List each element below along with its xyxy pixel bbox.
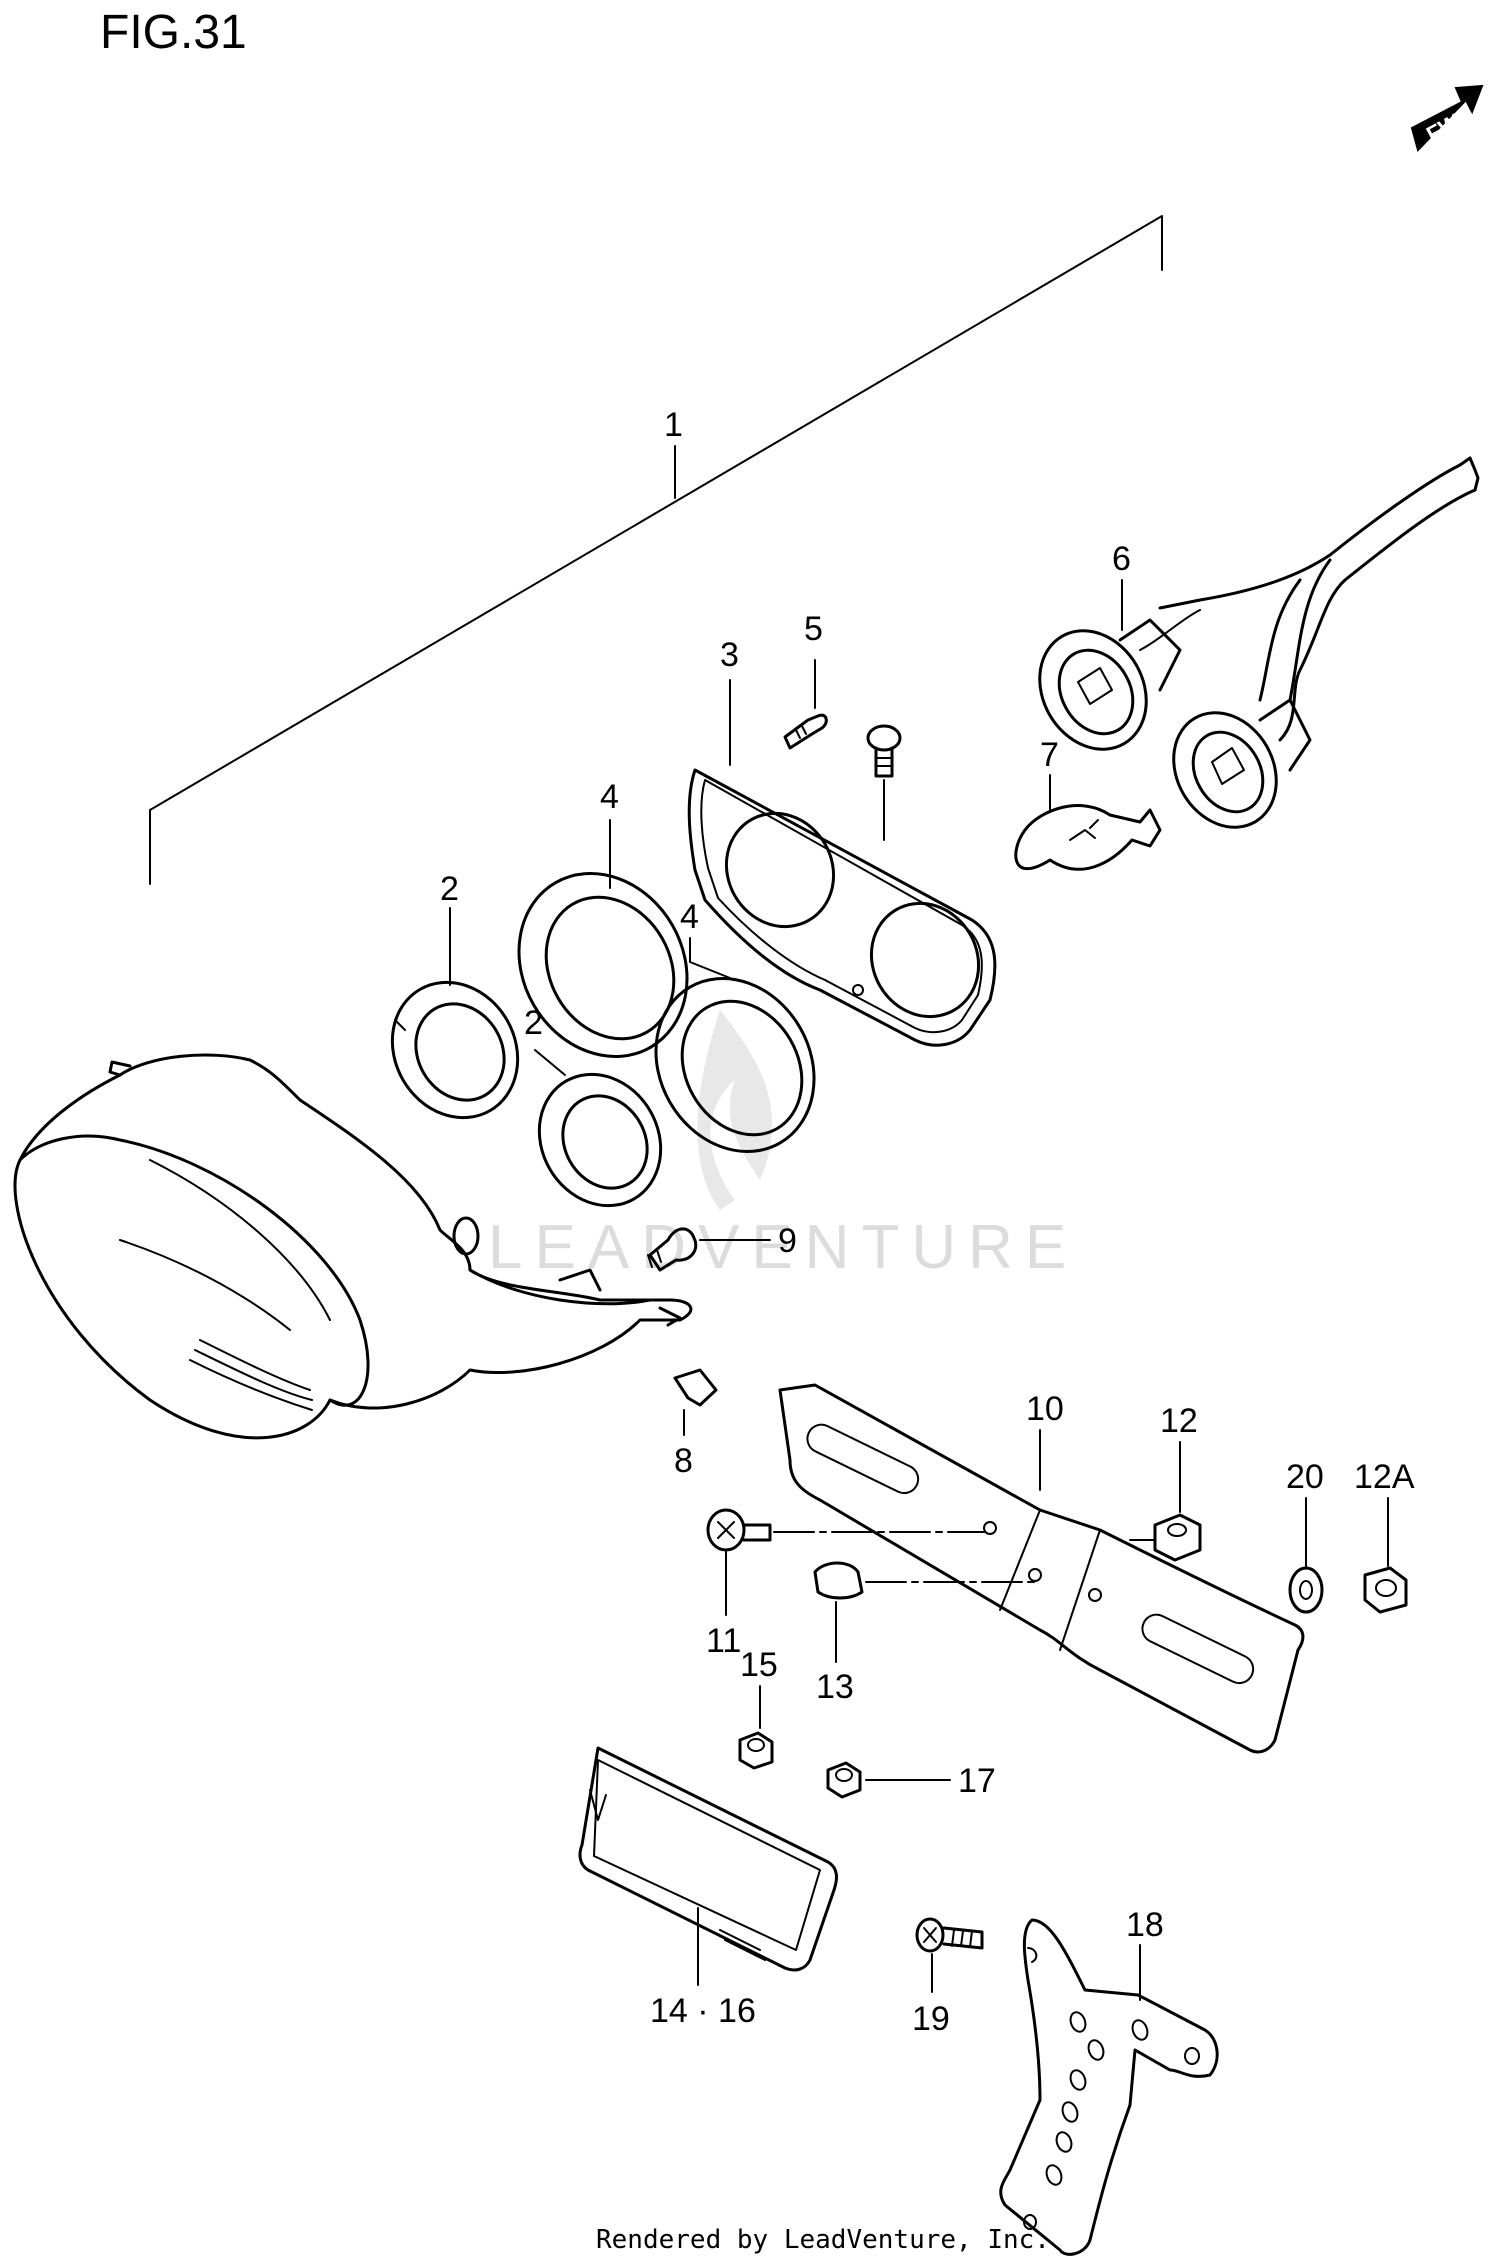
- callout-14-16: 14 · 16: [650, 1992, 756, 2030]
- callout-4a: 4: [600, 778, 619, 816]
- tail-lamp-lens: [13, 1053, 693, 1440]
- bulb-ring-4b: [654, 937, 816, 1153]
- callout-20: 20: [1286, 1458, 1324, 1496]
- callout-2b: 2: [524, 1004, 543, 1042]
- callout-19: 19: [912, 2000, 950, 2038]
- callout-5: 5: [804, 610, 823, 648]
- nut-15: [738, 1685, 774, 1770]
- callout-8: 8: [674, 1442, 693, 1480]
- callout-17: 17: [958, 1762, 996, 1800]
- reflector-ring-2b: [534, 1049, 663, 1208]
- bolt-11: [706, 1508, 986, 1616]
- assembly-bracket: [149, 215, 1163, 885]
- callout-15: 15: [740, 1646, 778, 1684]
- clip-8: [673, 1368, 718, 1436]
- nut-12a: [1363, 1497, 1408, 1614]
- callout-7: 7: [1040, 736, 1059, 774]
- bolt-19: [915, 1917, 984, 1993]
- callout-9: 9: [778, 1222, 797, 1260]
- figure-title: FIG.31: [100, 6, 247, 59]
- callout-13: 13: [816, 1668, 854, 1706]
- callout-12a: 12A: [1354, 1458, 1415, 1496]
- callout-2a: 2: [440, 870, 459, 908]
- screw-5a: [783, 659, 828, 750]
- gasket-plate-3: [687, 679, 997, 1047]
- callout-11: 11: [706, 1622, 741, 1660]
- bracket-10: [778, 1383, 1305, 1754]
- bulb-ring-4a: [517, 819, 689, 1058]
- callout-18: 18: [1126, 1906, 1164, 1944]
- socket-harness-6: [1038, 456, 1480, 829]
- bulb-7: [1014, 774, 1162, 871]
- bracket-18: [999, 1918, 1219, 2256]
- callout-10: 10: [1026, 1390, 1064, 1428]
- nut-17: [826, 1761, 951, 1799]
- washer-20: [1288, 1497, 1324, 1614]
- callout-1: 1: [664, 406, 683, 444]
- callout-4b: 4: [680, 898, 699, 936]
- nut-13: [813, 1561, 1036, 1663]
- fwd-arrow-icon: FWD: [1410, 84, 1484, 152]
- callout-6: 6: [1112, 540, 1131, 578]
- reflector-ring-2a: [390, 907, 520, 1120]
- screw-5b: [866, 724, 902, 841]
- footer-credit: Rendered by LeadVenture, Inc.: [596, 2225, 1050, 2255]
- callout-12: 12: [1160, 1402, 1198, 1440]
- callout-3: 3: [720, 636, 739, 674]
- screw-9: [647, 1227, 771, 1272]
- rear-reflector-14-16: [578, 1746, 838, 1986]
- nut-12: [1129, 1441, 1202, 1562]
